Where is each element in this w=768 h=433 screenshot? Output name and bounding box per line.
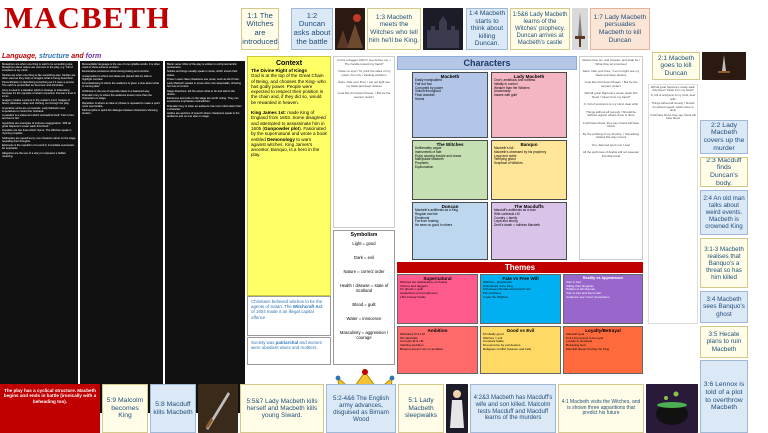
plot-box-1-1: 1:1 The Witches are introduced [241,8,279,50]
sleepwalk-illustration [446,384,468,433]
quotes-column-right: Glamis thou art, and Cawdor, and shalt b… [579,56,643,260]
symbol-item: Water = innocence [346,316,382,321]
symbol-item: Dark = evil [354,255,374,260]
subheading: Language, structure and form [0,52,329,61]
context-column: Context The Divine Right of Kings God is… [247,56,331,296]
character-card-macduffs: The Macduffs Macduff's antithesis as a m… [491,202,567,260]
character-card-lady-macbeth: Lady Macbeth Cruel, ambitious and ruthle… [491,72,567,138]
plot-box-1-4: 1:4 Macbeth starts to think about killin… [466,8,508,50]
cyclical-structure-box: The play has a cyclical structure. Macbe… [0,384,100,433]
techniques-column-2: Monosyllabic language is the use of one … [80,61,163,413]
castle-illustration [423,8,463,50]
plot-box-3-1: 3:1-3 Macbeth realises that Banquo's a t… [700,238,748,288]
techniques-column-1: Metaphors are when one thing is said to … [0,61,78,413]
plot-box-5-1: 5:1 Lady Macbeth sleepwalks [398,384,444,433]
symbol-item: Light = good [352,241,376,246]
plot-box-4-1: 4:1 Macbeth visits the Witches, and is s… [558,384,644,433]
society-context: Society was patriarchal and women were o… [247,337,331,365]
plot-box-3-4: 3:4 Macbeth sees Banquo's ghost [700,291,748,323]
cauldron-illustration [646,384,698,433]
plot-box-1-7: 1:7 Lady Macbeth persuades Macbeth to ki… [590,8,650,50]
plot-box-2-2: 2:2 Lady Macbeth covers up the murder [700,120,748,154]
dagger-thumb [702,52,746,80]
themes-header: Themes [397,262,643,273]
plot-box-3-6: 3:6 Lennox is told of a plot to overthro… [700,360,748,433]
symbolism-title: Symbolism [350,232,378,238]
symbol-item: Masculinity = aggression / courage [339,330,389,340]
theme-card-supernatural: Supernatural Witches are deliberately co… [397,274,478,324]
battle-illustration [335,8,365,50]
page-title: MACBETH [4,0,168,35]
plot-box-5-2: 5:2-4&6 The English army advances, disgu… [326,384,396,433]
plot-box-1-3: 1:3 Macbeth meets the Witches who tell h… [367,8,421,50]
plot-box-3-5: 3:5 Hecate plans to ruin Macbeth [700,326,748,358]
context-title: Context [275,60,303,67]
symbol-item: Health / disease = state of Scotland [339,283,389,293]
plot-box-2-3: 2:3 Macduff finds Duncan's body. [700,157,748,187]
sword-illustration [198,384,238,433]
james-paragraph: King James 1st: made King of England fro… [251,110,327,158]
divine-right-title: The Divine Right of Kings [251,68,307,73]
verse-column: Blank verse: Most of the play is written… [165,61,245,413]
dagger-illustration [572,8,588,50]
witches-context: Christians believed witches to be the ag… [247,296,331,336]
characters-header: Characters [397,56,577,70]
theme-card-reality: Reality vs Appearance 'Fair is foul'Kill… [563,274,643,324]
plot-box-2-4: 2:4 An old man talks about weird events.… [700,190,748,235]
divine-right-body: God is at the top of the Great Chain of … [251,73,326,105]
quotes-column-middle: Is this a dagger which I see before me, … [333,56,395,228]
symbolism-column: Symbolism Light = good Dark = evil Natur… [333,230,395,365]
plot-box-5-5: 5:5&7 Lady Macbeth kills herself and Mac… [240,384,324,433]
plot-box-4-2: 4:2&3 Macbeth has Macduff's wife and son… [470,384,556,433]
right-quotes-strip: Will all great Neptune's ocean wash this… [648,84,698,324]
title-banner: MACBETH [0,0,168,36]
quotes-panel-top [169,2,239,52]
plot-box-5-9: 5:9 Malcolm becomes King [102,384,148,433]
plot-box-1-5: 1:5&6 Lady Macbeth learns of the Witches… [510,8,570,50]
plot-box-2-1: 2:1 Macbeth goes to kill Duncan [652,52,700,80]
symbol-item: Nature = correct order [343,269,385,274]
plot-box-5-8: 5:8 Macduff kills Macbeth [150,384,196,433]
plot-box-1-2: 1:2 Duncan asks about the battle [291,8,333,50]
symbol-item: Blood = guilt [352,302,376,307]
